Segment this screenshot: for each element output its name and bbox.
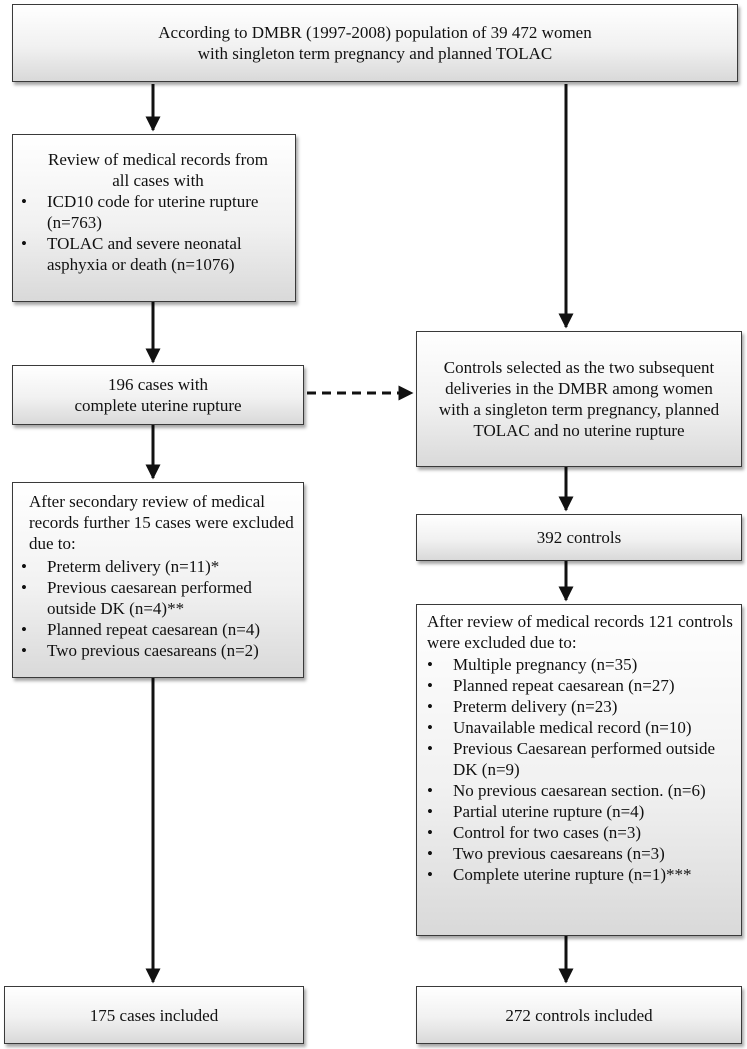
population-box: According to DMBR (1997-2008) population… (12, 4, 738, 82)
controls-review-header: After review of medical records 121 cont… (427, 612, 733, 652)
review-header-2: all cases with (112, 171, 204, 190)
list-item: Previous Caesarean performed outside DK … (427, 738, 733, 780)
secondary-review-list: Preterm delivery (n=11)* Previous caesar… (21, 556, 295, 661)
list-item: Two previous caesareans (n=2) (21, 640, 295, 661)
controls-included-box: 272 controls included (416, 986, 742, 1044)
list-item: Complete uterine rupture (n=1)*** (427, 864, 733, 885)
list-item: Partial uterine rupture (n=4) (427, 801, 733, 822)
controls-text: 392 controls (536, 528, 622, 547)
population-line-2: with singleton term pregnancy and planne… (197, 44, 553, 63)
review-box: Review of medical records from all cases… (12, 134, 296, 302)
controls-selected-box: Controls selected as the two subsequent … (416, 331, 742, 467)
cases-line-1: 196 cases with (107, 375, 209, 394)
cases-included-text: 175 cases included (89, 1005, 219, 1025)
list-item: Multiple pregnancy (n=35) (427, 654, 733, 675)
controls-selected-text: Controls selected as the two subsequent … (438, 358, 720, 440)
list-item: Two previous caesareans (n=3) (427, 843, 733, 864)
cases-line-2: complete uterine rupture (74, 396, 242, 415)
controls-box: 392 controls (416, 514, 742, 561)
cases-box: 196 cases with complete uterine rupture (12, 365, 304, 425)
list-item: Preterm delivery (n=11)* (21, 556, 295, 577)
list-item: ICD10 code for uterine rupture (n=763) (21, 191, 287, 233)
cases-included-box: 175 cases included (4, 986, 304, 1044)
list-item: Planned repeat caesarean (n=27) (427, 675, 733, 696)
list-item: TOLAC and severe neonatal asphyxia or de… (21, 233, 287, 275)
review-header-1: Review of medical records from (48, 150, 268, 169)
review-list: ICD10 code for uterine rupture (n=763) T… (21, 191, 287, 275)
controls-included-text: 272 controls included (505, 1005, 653, 1025)
list-item: No previous caesarean section. (n=6) (427, 780, 733, 801)
controls-review-box: After review of medical records 121 cont… (416, 604, 742, 936)
list-item: Planned repeat caesarean (n=4) (21, 619, 295, 640)
list-item: Unavailable medical record (n=10) (427, 717, 733, 738)
secondary-review-header: After secondary review of medical record… (29, 492, 294, 553)
list-item: Control for two cases (n=3) (427, 822, 733, 843)
list-item: Previous caesarean performed outside DK … (21, 577, 295, 619)
controls-review-list: Multiple pregnancy (n=35) Planned repeat… (427, 654, 733, 885)
population-line-1: According to DMBR (1997-2008) population… (158, 23, 592, 42)
list-item: Preterm delivery (n=23) (427, 696, 733, 717)
secondary-review-box: After secondary review of medical record… (12, 482, 304, 678)
